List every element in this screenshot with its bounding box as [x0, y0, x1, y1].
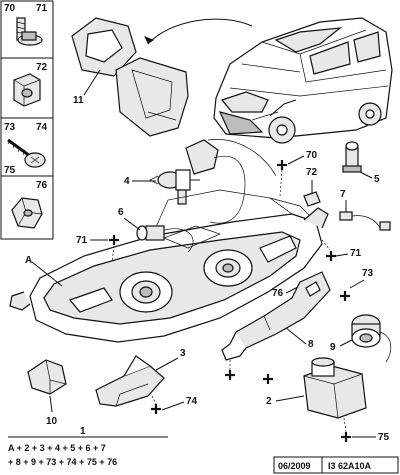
legend-label-71: 71: [36, 3, 48, 14]
vehicle-illustration: [213, 17, 393, 144]
callout-71-left: 71: [76, 235, 88, 246]
screw-icon: [7, 138, 46, 168]
clip-75-marker: [341, 432, 351, 442]
callout-6: 6: [118, 207, 124, 218]
legend-label-75: 75: [4, 165, 16, 176]
callout-70: 70: [306, 150, 318, 161]
part-7-harness: [339, 211, 391, 231]
callout-8: 8: [308, 339, 314, 350]
footer: 06/2009 I3 62A10A: [273, 456, 399, 474]
callout-10: 10: [46, 416, 58, 427]
callout-A: A: [25, 255, 32, 266]
footer-date: 06/2009: [278, 461, 311, 471]
legend-label-72: 72: [36, 62, 48, 73]
screw-73-marker: [340, 291, 350, 301]
pointer-arc: [147, 18, 253, 45]
spring-clip-icon: [11, 197, 43, 229]
callout-76: 76: [272, 288, 284, 299]
part-4-main-bulb: [149, 169, 200, 205]
callout-75: 75: [378, 432, 390, 443]
bolt-marker-bracket-right: [263, 374, 273, 384]
headlamp-assembly-A: [9, 189, 329, 343]
callout-72: 72: [306, 167, 318, 178]
callout-4: 4: [124, 176, 130, 187]
part-2-ballast: [303, 357, 367, 419]
footer-code: I3 62A10A: [328, 461, 372, 471]
callout-11: 11: [73, 95, 84, 106]
legend-label-74: 74: [36, 122, 48, 133]
callout-3: 3: [180, 348, 186, 359]
bolt-with-washer-icon: [16, 17, 43, 46]
callout-5: 5: [374, 174, 380, 185]
callout-9: 9: [330, 342, 336, 353]
callout-74: 74: [186, 396, 198, 407]
callout-1: 1: [80, 426, 86, 437]
callout-2: 2: [266, 396, 272, 407]
callout-7: 7: [340, 189, 346, 200]
legend-label-76: 76: [36, 180, 48, 191]
part-11-headlamp-cover: [71, 17, 189, 137]
bolt-marker-bracket-left: [225, 370, 235, 380]
bolt-71-marker-right: [326, 251, 336, 261]
clip-nut-72: [303, 191, 321, 207]
clip-nut-icon: [13, 73, 41, 107]
fastener-legend: 70 71 72 73 74: [0, 0, 54, 240]
callout-73: 73: [362, 268, 374, 279]
callout-71-right: 71: [350, 248, 362, 259]
part-10-small-bracket: [27, 359, 67, 395]
bolt-71-marker-left: [109, 235, 119, 245]
legend-label-73: 73: [4, 122, 16, 133]
legend-label-70: 70: [4, 3, 16, 14]
bulb-cap-with-harness: [185, 139, 277, 224]
composition-line-1: A + 2 + 3 + 4 + 5 + 6 + 7: [8, 443, 106, 453]
screw-74-marker: [151, 404, 161, 414]
part-5-bulb: [342, 141, 362, 173]
bolt-70-marker: [277, 160, 287, 170]
part-3-lower-bracket: [95, 355, 165, 407]
part-8-bracket: [221, 271, 331, 361]
part-9-igniter: [351, 314, 392, 363]
composition-line-2: + 8 + 9 + 73 + 74 + 75 + 76: [8, 457, 117, 467]
part-6-side-bulb: [136, 225, 194, 253]
